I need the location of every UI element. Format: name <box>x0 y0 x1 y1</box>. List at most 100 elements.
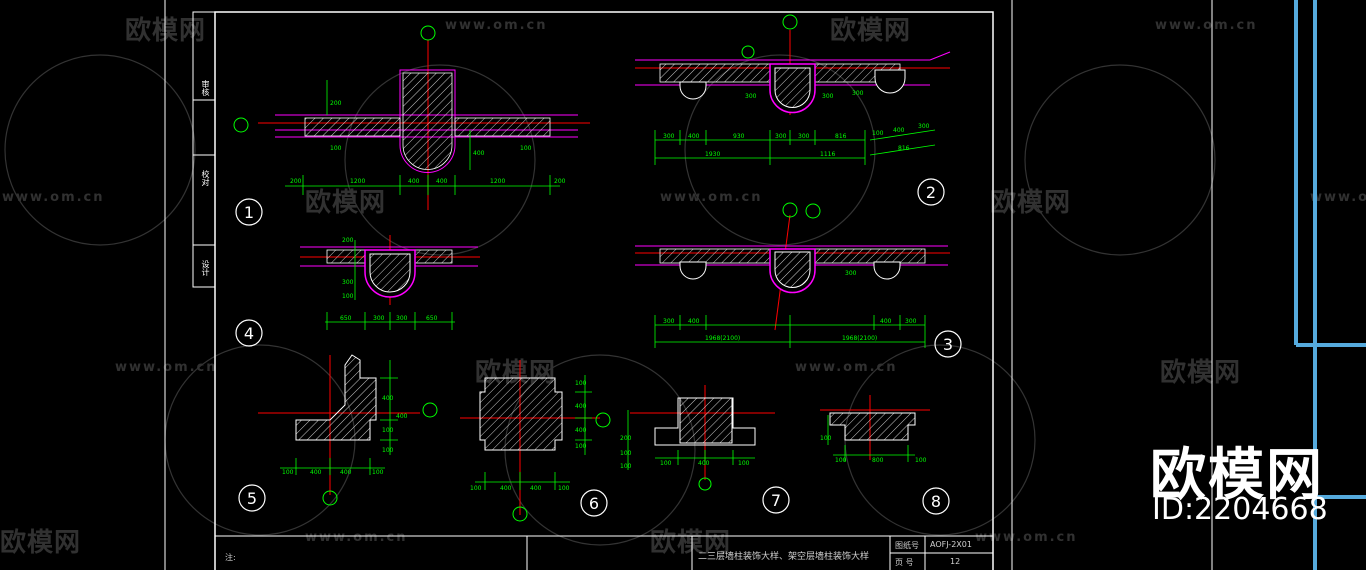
dim-d3-2: 400 <box>880 318 892 325</box>
dim-d5s-1: 400 <box>396 413 408 420</box>
dim-d5s-3: 100 <box>382 447 394 454</box>
dim-d2-3: 300 <box>775 133 787 140</box>
watermark-url-4: www.om.cn <box>660 190 763 205</box>
dim-d3s-0: 300 <box>845 270 857 277</box>
title-block <box>215 535 993 570</box>
dim-d2-8: 300 <box>918 123 930 130</box>
callout-5: 5 <box>247 489 257 508</box>
watermark-url-5: www.om.cn <box>1310 190 1366 205</box>
watermark-url-7: www.om.cn <box>795 360 898 375</box>
dim-d8-0: 100 <box>835 457 847 464</box>
callout-3: 3 <box>943 335 953 354</box>
side-label-review: 审核 <box>201 80 210 96</box>
dim-d4s-0: 200 <box>342 237 354 244</box>
dim-d2-7: 400 <box>893 127 905 134</box>
watermark-cn-4: 欧模网 <box>990 188 1072 218</box>
dim-d3t-1: 1968(2100) <box>842 335 877 342</box>
dim-d1s-3: 100 <box>520 145 532 152</box>
dim-d8-2: 100 <box>915 457 927 464</box>
dim-d6s-2: 400 <box>575 427 587 434</box>
dim-d1s-0: 200 <box>330 100 342 107</box>
accent-lines <box>1294 0 1366 570</box>
dim-d1-4: 1200 <box>490 178 505 185</box>
dim-d6s-0: 100 <box>575 380 587 387</box>
detail-3 <box>635 245 948 348</box>
dim-d7-0: 100 <box>660 460 672 467</box>
dim-d2t-0: 1930 <box>705 151 720 158</box>
detail-6 <box>475 375 592 490</box>
dim-d2-0: 300 <box>663 133 675 140</box>
dim-d6s-1: 400 <box>575 403 587 410</box>
brand-name: 欧模网 <box>1150 443 1324 508</box>
drawing-title: 二三层墙柱装饰大样、架空层墙柱装饰大样 <box>698 552 870 562</box>
detail-8 <box>827 412 916 462</box>
dim-d4-2: 300 <box>396 315 408 322</box>
dim-d1-3: 400 <box>436 178 448 185</box>
dim-d1-2: 400 <box>408 178 420 185</box>
dim-d4-3: 650 <box>426 315 438 322</box>
callout-4: 4 <box>244 324 254 343</box>
axis-bubbles <box>233 14 821 522</box>
callout-2: 2 <box>926 183 936 202</box>
dim-d2s-1: 300 <box>822 93 834 100</box>
callout-7: 7 <box>771 491 781 510</box>
page-no: 12 <box>950 557 961 566</box>
drawing-frame <box>164 0 1213 570</box>
dim-d6s-3: 100 <box>575 443 587 450</box>
dim-d2s-0: 300 <box>745 93 757 100</box>
dim-d1-0: 200 <box>290 178 302 185</box>
dim-d2t-1: 1116 <box>820 151 835 158</box>
dim-d5-0: 100 <box>282 469 294 476</box>
dim-d8s-0: 100 <box>820 435 832 442</box>
dim-d4-1: 300 <box>373 315 385 322</box>
dim-d2-4: 300 <box>798 133 810 140</box>
watermark-circles <box>4 54 1216 546</box>
watermark-cn-3: 欧模网 <box>305 188 387 218</box>
brand-id: ID:2204668 <box>1152 492 1328 527</box>
drawing-no: AOFJ-2X01 <box>930 540 972 549</box>
watermark-url-8: www.om.cn <box>305 530 408 545</box>
dim-d1s-1: 100 <box>330 145 342 152</box>
detail-2 <box>635 51 951 165</box>
dim-d5s-0: 400 <box>382 395 394 402</box>
watermark-url-1: www.om.cn <box>445 18 548 33</box>
dim-d4s-2: 100 <box>342 293 354 300</box>
watermark-cn-8: 欧模网 <box>650 528 732 558</box>
detail-1 <box>275 69 578 195</box>
side-label-check: 校对 <box>201 170 210 186</box>
dim-d6-1: 400 <box>500 485 512 492</box>
dim-d3-1: 400 <box>688 318 700 325</box>
dim-d2-2: 930 <box>733 133 745 140</box>
dimension-labels: 200 1200 400 400 1200 200 200 100 400 10… <box>282 90 930 492</box>
detail-7 <box>627 397 756 470</box>
side-label-design: 设计 <box>201 260 210 276</box>
dim-d4s-1: 300 <box>342 279 354 286</box>
dim-d5s-2: 100 <box>382 427 394 434</box>
page-label: 页 号 <box>895 558 914 567</box>
callout-6: 6 <box>589 494 599 513</box>
dim-d5-1: 400 <box>310 469 322 476</box>
callout-1: 1 <box>244 203 254 222</box>
callouts: 1 2 3 4 5 6 7 8 <box>235 178 962 517</box>
watermark-url-2: www.om.cn <box>1155 18 1258 33</box>
dim-d6-3: 100 <box>558 485 570 492</box>
dim-d7s-2: 100 <box>620 463 632 470</box>
dim-d5-3: 100 <box>372 469 384 476</box>
dim-d7-1: 400 <box>698 460 710 467</box>
dim-d2-1: 400 <box>688 133 700 140</box>
dim-d1s-2: 400 <box>473 150 485 157</box>
dim-d2-6: 100 <box>872 130 884 137</box>
detail-5 <box>280 354 398 475</box>
watermark-url-3: www.om.cn <box>2 190 105 205</box>
dim-d3t-0: 1968(2100) <box>705 335 740 342</box>
watermark-url-9: www.om.cn <box>975 530 1078 545</box>
drawing-no-label: 图纸号 <box>895 541 919 550</box>
dim-d6-0: 100 <box>470 485 482 492</box>
dim-d3-3: 300 <box>905 318 917 325</box>
dim-d7-2: 100 <box>738 460 750 467</box>
watermark-cn-2: 欧模网 <box>830 16 912 46</box>
dim-d7s-0: 200 <box>620 435 632 442</box>
note-label: 注: <box>225 553 236 562</box>
watermark-cn-6: 欧模网 <box>1160 358 1242 388</box>
